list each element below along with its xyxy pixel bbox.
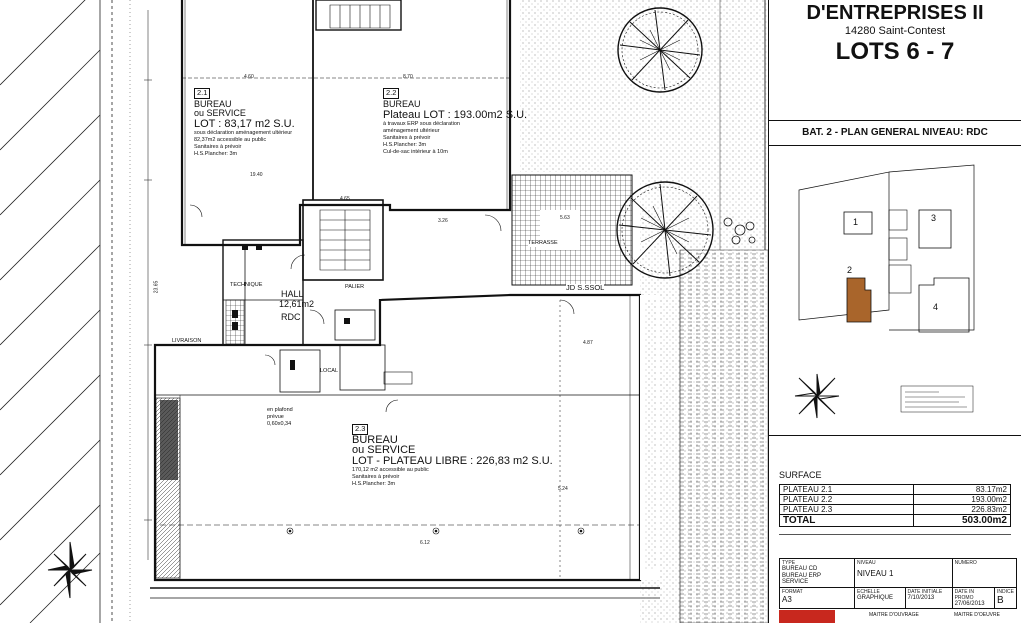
lot-23-subtype: ou SERVICE <box>352 444 416 456</box>
site-label-3: 3 <box>931 213 937 223</box>
lot-21-number: 2.1 <box>194 88 211 99</box>
niveau-value: NIVEAU 1 <box>857 569 894 578</box>
lot-22-type: BUREAU <box>383 99 421 109</box>
date-initiale-value: 7/10/2013 <box>907 594 935 601</box>
dimension: 4.65 <box>340 196 350 202</box>
surface-name: PLATEAU 2.3 <box>779 504 914 515</box>
terrasse-label: TERRASSE <box>528 240 558 247</box>
livraison-label: LIVRAISON <box>172 338 202 344</box>
logo <box>779 610 835 623</box>
lot-21-type: BUREAU <box>194 99 232 109</box>
lot-22-note-2: aménagement ultérieur <box>383 128 440 134</box>
lot-22-area: Plateau LOT : 193.00m2 S.U. <box>383 109 528 121</box>
surface-heading: SURFACE <box>779 470 822 480</box>
echelle-header: ECHELLE <box>857 588 880 595</box>
site-label-4: 4 <box>933 302 939 312</box>
lot-22-note-1: à travaux ERP sous déclaration <box>383 121 460 127</box>
lot-21-note-1: sous déclaration aménagement ultérieur <box>194 130 293 136</box>
technique-label: TECHNIQUE <box>230 282 263 288</box>
dimension: 19.40 <box>250 172 263 178</box>
site-key-plan <box>794 164 975 419</box>
date-modif-header: DATE IN PROMO <box>954 588 974 601</box>
niveau-header: NIVEAU <box>857 560 876 566</box>
lot-22-number: 2.2 <box>383 88 400 99</box>
floor-plan-drawing <box>0 0 768 623</box>
project-location: 14280 Saint-Contest <box>844 25 946 37</box>
dimension: 6.12 <box>420 540 430 546</box>
date-modif-value: 27/06/2013 <box>954 600 985 607</box>
surface-name: PLATEAU 2.2 <box>779 494 914 505</box>
lot-23-area: LOT - PLATEAU LIBRE : 226,83 m2 S.U. <box>352 455 553 467</box>
plafond-label-3: 0,60x0,34 <box>267 421 292 427</box>
surface-value: 193.00m2 <box>913 494 1011 505</box>
lot-21-note-2: 82,37m2 accessible au public <box>194 137 267 143</box>
format-header: FORMAT <box>782 588 803 595</box>
lot-23-note-3: H.S.Plancher: 3m <box>352 481 396 487</box>
lot-21-note-3: Sanitaires à prévoir <box>194 144 242 150</box>
dimension: 4.60 <box>244 74 254 80</box>
type-value: BUREAU ERP <box>782 572 822 579</box>
type-value: BUREAU CD <box>782 566 818 572</box>
project-title: D'ENTREPRISES II <box>806 2 984 24</box>
table-row: PLATEAU 2.1 83.17m2 <box>779 484 1011 495</box>
dimension: 5.63 <box>560 215 570 221</box>
lot-22-note-4: H.S.Plancher: 3m <box>383 142 427 148</box>
maitre-ouvrage-label: MAITRE D'OUVRAGE <box>869 612 919 618</box>
dimension: 23.65 <box>153 280 160 294</box>
lot-23-type: BUREAU <box>352 434 398 446</box>
info-grid: TYPE BUREAU CD BUREAU ERP SERVICE NIVEAU… <box>779 558 1018 609</box>
drawing-title: BAT. 2 - PLAN GENERAL NIVEAU: RDC <box>802 127 988 138</box>
stairs <box>319 4 391 271</box>
table-row: PLATEAU 2.2 193.00m2 <box>779 494 1011 505</box>
north-arrow-left <box>47 541 93 599</box>
indice-header: INDICE <box>997 588 1014 595</box>
dimension: 8.70 <box>403 74 413 80</box>
site-label-1: 1 <box>853 217 859 227</box>
surface-table: PLATEAU 2.1 83.17m2 PLATEAU 2.2 193.00m2… <box>779 484 1011 527</box>
type-value: SERVICE <box>782 579 809 585</box>
title-block: D'ENTREPRISES II 14280 Saint-Contest LOT… <box>768 0 1021 623</box>
numero-header: NUMERO <box>954 560 977 566</box>
lot-21-note-4: H.S.Plancher: 3m <box>194 151 238 157</box>
lot-23-note-1: 170,12 m2 accessible au public <box>352 467 429 473</box>
site-label-2: 2 <box>847 265 853 275</box>
local-label: LOCAL <box>320 368 339 374</box>
lot-23-note-2: Sanitaires à prévoir <box>352 474 400 480</box>
palier-label: PALIER <box>345 284 365 290</box>
lot-21-area: LOT : 83,17 m2 S.U. <box>194 118 295 130</box>
lot-22-note-3: Sanitaires à prévoir <box>383 135 431 141</box>
surface-name: PLATEAU 2.1 <box>779 484 914 495</box>
js-ssol-label: JD S.SSOL <box>566 283 605 293</box>
dimension: 4.87 <box>583 340 593 346</box>
tree-symbols <box>616 7 756 279</box>
surface-total-value: 503.00m2 <box>913 514 1011 527</box>
echelle-value: GRAPHIQUE <box>857 594 894 601</box>
maitre-oeuvre-label: MAITRE D'OEUVRE <box>954 612 1000 618</box>
type-header: TYPE <box>782 560 796 566</box>
lot-22-note-5: Cul-de-sac intérieur à 10m <box>383 149 448 155</box>
surface-value: 226.83m2 <box>913 504 1011 515</box>
hall-area: 12,61m2 <box>279 299 315 309</box>
dimension: 5.24 <box>558 486 568 492</box>
parking-stripes <box>0 0 131 623</box>
dimension: 3.26 <box>438 218 448 224</box>
plafond-label-1: en plafond <box>267 407 293 413</box>
hall-level: RDC <box>281 312 301 322</box>
table-row-total: TOTAL 503.00m2 <box>779 514 1011 527</box>
lot-23-number: 2.3 <box>352 424 369 435</box>
indice-value: B <box>997 594 1004 606</box>
date-initiale-header: DATE INITIALE <box>907 588 943 595</box>
project-lots: LOTS 6 - 7 <box>835 38 955 65</box>
plafond-label-2: prévue <box>267 414 284 420</box>
lot-21-subtype: ou SERVICE <box>194 108 246 118</box>
format-value: A3 <box>782 594 792 604</box>
hall-label: HALL <box>281 289 304 299</box>
surface-value: 83.17m2 <box>913 484 1011 495</box>
table-row: PLATEAU 2.3 226.83m2 <box>779 504 1011 515</box>
surface-total-name: TOTAL <box>779 514 914 527</box>
